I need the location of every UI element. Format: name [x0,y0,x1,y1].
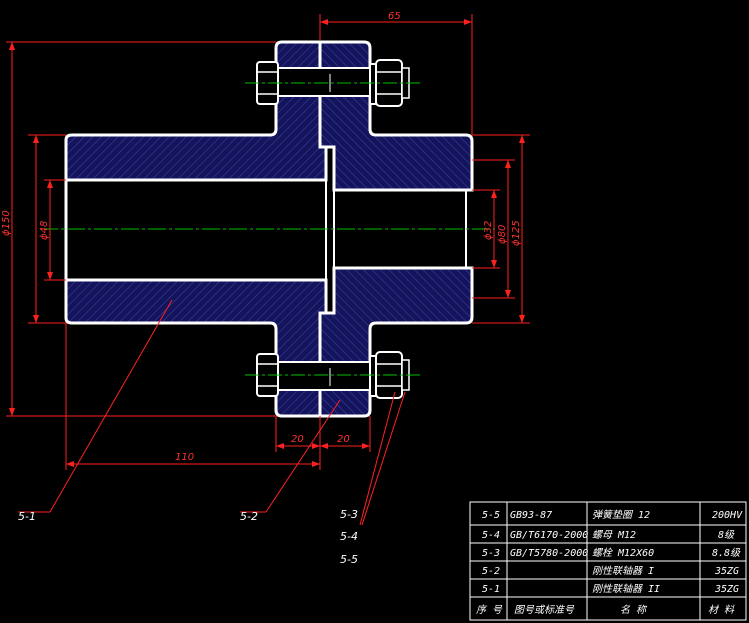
leader-5-5: 5-5 [340,553,358,566]
dim-phi80: ϕ80 [497,225,508,244]
svg-text:35ZG: 35ZG [714,566,739,577]
left-hub-lower [64,278,328,418]
leader-5-3: 5-3 [340,508,358,521]
svg-text:5-5: 5-5 [482,510,500,521]
svg-text:5-4: 5-4 [482,530,500,541]
dim-phi125: ϕ125 [511,220,522,246]
table-header: 序 号 图号或标准号 名 称 材 料 [476,604,735,616]
bolt-top [245,59,420,107]
dim-phi48: ϕ48 [39,221,50,240]
table-row-5-2: 5-2 刚性联轴器 I 35ZG [482,565,739,577]
svg-text:5-2: 5-2 [482,566,500,577]
table-row-5-4: 5-4 GB/T6170-2000 螺母 M12 8级 [482,529,735,541]
table-row-5-1: 5-1 刚性联轴器 II 35ZG [482,583,739,595]
table-row-5-5: 5-5 GB93-87 弹簧垫圈 12 200HV [482,509,743,521]
dim-phi32: ϕ32 [483,221,494,240]
svg-text:材 料: 材 料 [708,604,735,616]
table-row-5-3: 5-3 GB/T5780-2000 螺栓 M12X60 8.8级 [482,547,741,559]
bolt-bottom [245,351,420,399]
svg-text:刚性联轴器 II: 刚性联轴器 II [592,583,660,595]
dim-phi150: ϕ150 [1,210,12,236]
leader-5-1: 5-1 [18,510,36,523]
svg-text:刚性联轴器 I: 刚性联轴器 I [592,565,654,577]
svg-text:GB/T6170-2000: GB/T6170-2000 [510,530,588,541]
svg-text:35ZG: 35ZG [714,584,739,595]
svg-text:8.8级: 8.8级 [712,547,741,559]
svg-text:GB93-87: GB93-87 [510,510,552,521]
leader-5-4: 5-4 [340,530,358,543]
svg-text:8级: 8级 [718,529,735,541]
parts-table: 5-5 GB93-87 弹簧垫圈 12 200HV 5-4 GB/T6170-2… [469,501,747,621]
dim-20-left: 20 [291,434,304,445]
half-coupling-left [64,40,328,418]
svg-text:200HV: 200HV [712,510,743,521]
leader-5-2: 5-2 [240,510,258,523]
dim-65: 65 [388,11,401,22]
dimension-arrows [9,19,525,467]
dimension-lines [6,14,530,526]
svg-text:5-1: 5-1 [482,584,500,595]
svg-text:名 称: 名 称 [620,604,648,616]
svg-text:螺栓 M12X60: 螺栓 M12X60 [592,547,654,559]
svg-text:5-3: 5-3 [482,548,500,559]
svg-text:GB/T5780-2000: GB/T5780-2000 [510,548,588,559]
svg-text:序 号: 序 号 [476,604,503,616]
svg-text:弹簧垫圈 12: 弹簧垫圈 12 [592,509,650,521]
dim-110: 110 [175,452,194,463]
svg-text:图号或标准号: 图号或标准号 [514,604,575,616]
left-hub-upper [64,40,328,182]
svg-text:螺母 M12: 螺母 M12 [592,529,636,541]
dim-20-right: 20 [337,434,350,445]
